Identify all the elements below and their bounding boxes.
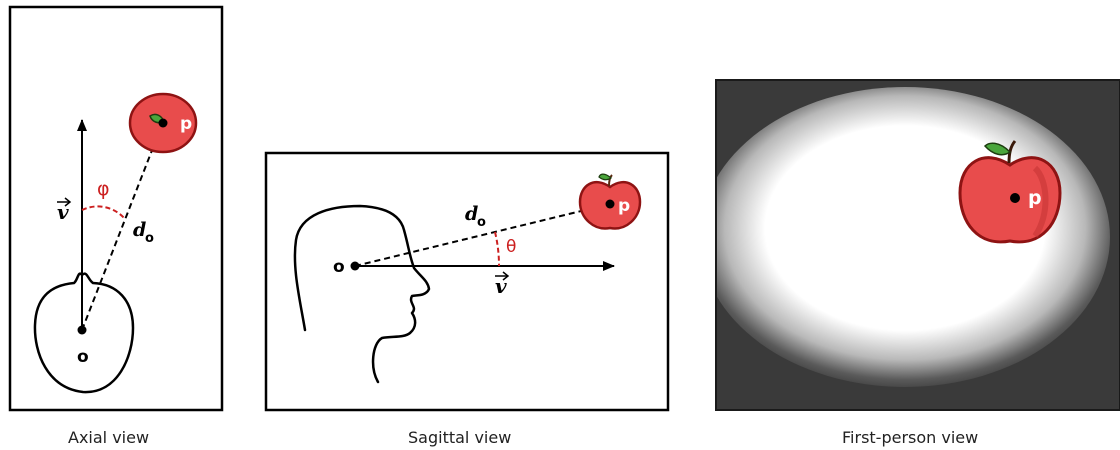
axial-angle-label: φ <box>97 178 110 200</box>
axial-distance-line <box>81 121 164 331</box>
first-person-apple <box>958 140 1062 244</box>
sagittal-panel: p o d o θ v <box>264 151 670 412</box>
axial-origin-point <box>77 325 87 335</box>
axial-panel: p o v φ d o <box>8 5 224 412</box>
sagittal-angle-label: θ <box>506 237 516 257</box>
axial-distance-label: d o <box>133 219 154 246</box>
sagittal-o-label: o <box>333 257 345 277</box>
sagittal-angle-arc <box>494 231 501 267</box>
svg-text:o: o <box>477 215 486 230</box>
svg-text:v: v <box>57 200 69 224</box>
axial-vector-label: v <box>57 197 72 224</box>
axial-frame <box>8 5 224 412</box>
svg-text:d: d <box>465 203 478 225</box>
sagittal-distance-label: d o <box>465 203 486 230</box>
first-person-p-label: p <box>1028 187 1042 209</box>
first-person-vignette <box>716 87 1110 387</box>
svg-text:d: d <box>133 219 146 241</box>
svg-text:o: o <box>145 231 154 246</box>
axial-point-p <box>158 118 168 128</box>
axial-o-label: o <box>77 347 89 367</box>
axial-p-label: p <box>180 114 192 134</box>
sagittal-distance-line <box>354 203 611 267</box>
first-person-panel: p <box>715 79 1120 411</box>
sagittal-point-p <box>605 199 615 209</box>
svg-text:v: v <box>495 274 507 298</box>
axial-caption: Axial view <box>68 428 150 447</box>
sagittal-origin-point <box>350 261 360 271</box>
sagittal-caption: Sagittal view <box>408 428 512 447</box>
axial-head-outline <box>33 272 135 394</box>
axial-angle-arc <box>81 205 126 220</box>
sagittal-head-profile <box>293 204 431 384</box>
sagittal-vector-label: v <box>495 271 510 298</box>
first-person-point-p <box>1010 193 1020 203</box>
sagittal-p-label: p <box>618 196 630 216</box>
first-person-frame <box>715 79 1120 411</box>
first-person-caption: First-person view <box>842 428 979 447</box>
